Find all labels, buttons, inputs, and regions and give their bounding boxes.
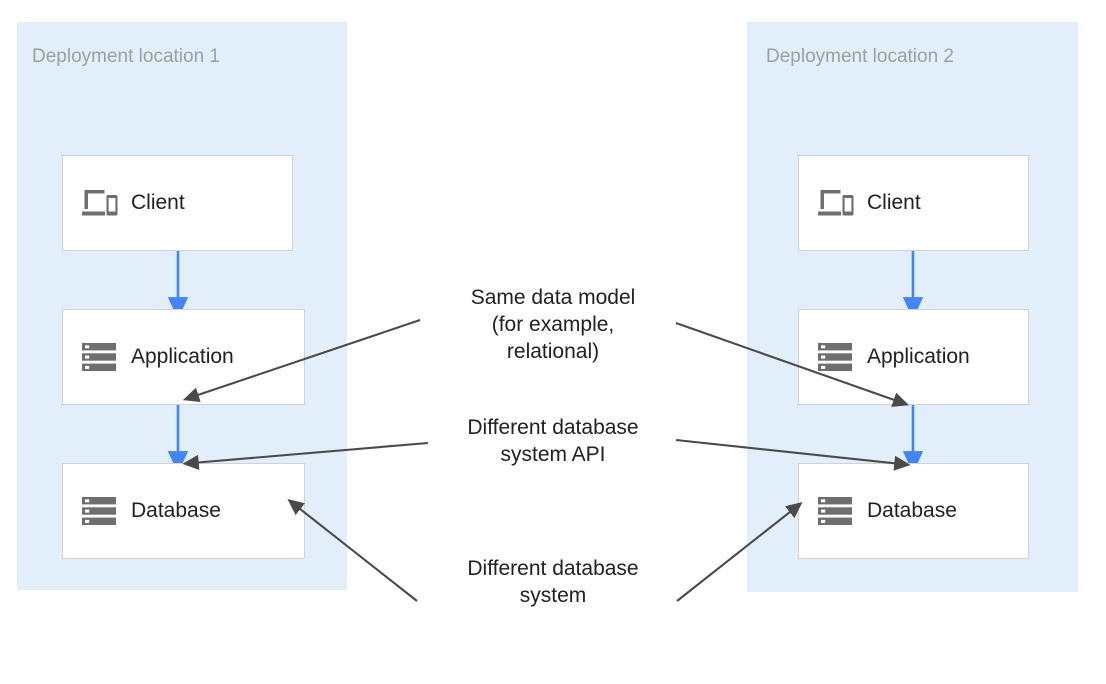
annotation-different-database-system-api: Different database system API bbox=[467, 416, 639, 466]
right-node-database-label: Database bbox=[867, 499, 957, 522]
server-stack-icon bbox=[81, 340, 119, 374]
client-devices-icon bbox=[817, 186, 855, 220]
left-node-client-label: Client bbox=[131, 191, 185, 214]
deployment-zone-1-title: Deployment location 1 bbox=[32, 46, 220, 67]
left-node-application-label: Application bbox=[131, 345, 234, 368]
annotation-same-data-model: Same data model (for example, relational… bbox=[470, 286, 636, 363]
right-node-application-label: Application bbox=[867, 345, 970, 368]
client-devices-icon bbox=[81, 186, 119, 220]
left-node-database-label: Database bbox=[131, 499, 221, 522]
right-node-application[interactable]: Application bbox=[798, 309, 1029, 405]
right-node-client-label: Client bbox=[867, 191, 921, 214]
server-stack-icon bbox=[817, 494, 855, 528]
left-node-application[interactable]: Application bbox=[62, 309, 305, 405]
deployment-zone-2-title: Deployment location 2 bbox=[766, 46, 954, 67]
annotation-different-database-system: Different database system bbox=[467, 557, 639, 607]
left-node-database[interactable]: Database bbox=[62, 463, 305, 559]
left-node-client[interactable]: Client bbox=[62, 155, 293, 251]
server-stack-icon bbox=[81, 494, 119, 528]
server-stack-icon bbox=[817, 340, 855, 374]
right-node-client[interactable]: Client bbox=[798, 155, 1029, 251]
right-node-database[interactable]: Database bbox=[798, 463, 1029, 559]
